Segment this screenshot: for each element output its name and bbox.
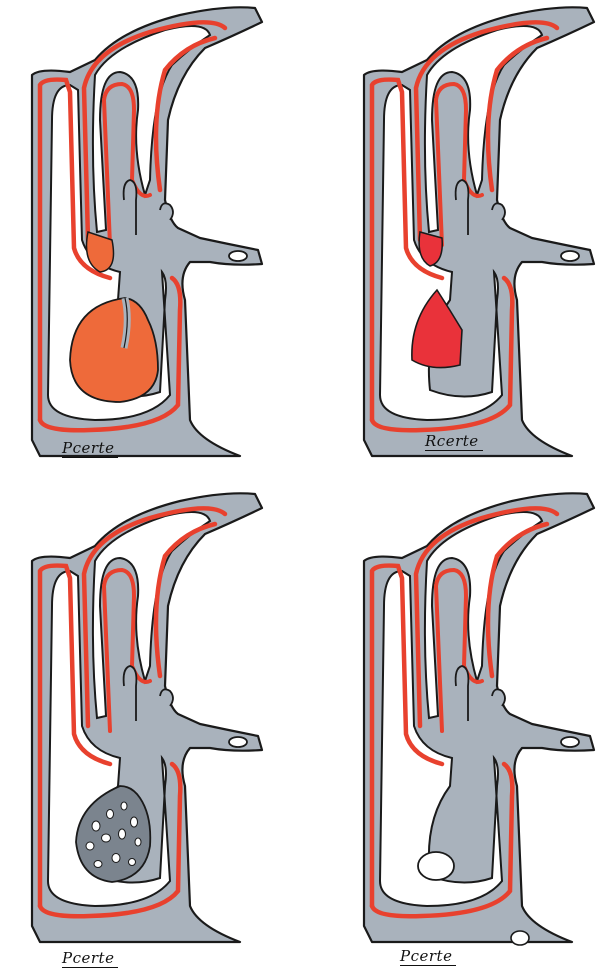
signature: Pcerte [400, 948, 456, 966]
diagram-bottom-left [0, 486, 300, 972]
diagram-top-left [0, 0, 300, 486]
diagram-bottom-right [332, 486, 599, 972]
signature: Rcerte [425, 433, 483, 451]
signature: Pcerte [62, 440, 118, 458]
signature: Pcerte [62, 950, 118, 968]
small-cavity [511, 931, 529, 945]
panel-top-left: Pcerte [0, 0, 300, 486]
unilocular-cavity [418, 852, 454, 880]
panel-top-right: Rcerte [332, 0, 599, 486]
diagram-top-right [332, 0, 599, 486]
panel-bottom-left: Pcerte [0, 486, 300, 972]
panel-bottom-right: Pcerte [332, 486, 599, 972]
